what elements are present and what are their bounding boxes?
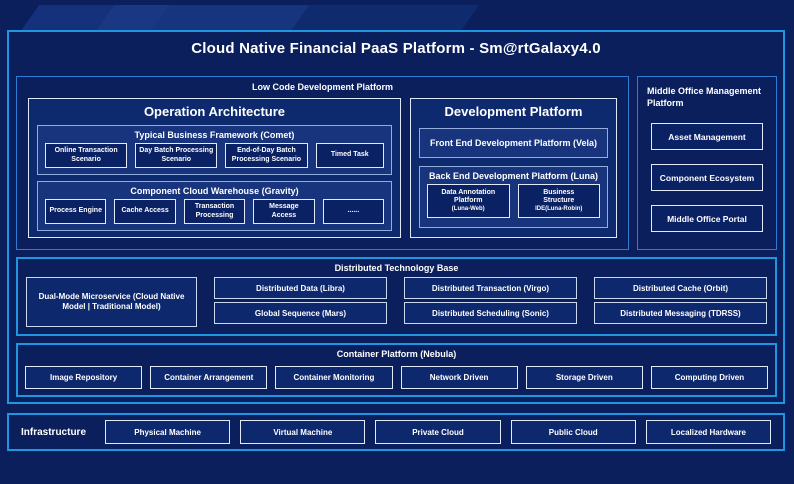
low-code-content-row: Operation Architecture Typical Business … xyxy=(17,98,628,238)
distributed-item-cache-orbit: Distributed Cache (Orbit) xyxy=(594,277,767,299)
middle-office-management-platform-section: Middle Office Management Platform Asset … xyxy=(637,76,777,250)
luna-item-subname: IDE(Luna-Robin) xyxy=(535,206,583,212)
luna-item-name: Data Annotation Platform xyxy=(441,188,496,205)
development-platform-box: Development Platform Front End Developme… xyxy=(410,98,617,238)
infrastructure-section: Infrastructure Physical Machine Virtual … xyxy=(7,413,785,451)
container-item-image-repository: Image Repository xyxy=(25,366,143,389)
comet-item-day-batch-processing-scenario: Day Batch Processing Scenario xyxy=(135,143,218,168)
comet-item-timed-task: Timed Task xyxy=(315,143,384,168)
luna-item-subname: (Luna-Web) xyxy=(451,206,485,212)
distributed-item-messaging-tdrss: Distributed Messaging (TDRSS) xyxy=(594,302,767,324)
distributed-column: Distributed Cache (Orbit) Distributed Me… xyxy=(594,277,767,327)
operation-architecture-box: Operation Architecture Typical Business … xyxy=(28,98,401,238)
container-platform-nebula-section: Container Platform (Nebula) Image Reposi… xyxy=(16,343,777,397)
distributed-technology-base-label: Distributed Technology Base xyxy=(334,263,459,273)
infrastructure-label: Infrastructure xyxy=(21,426,87,438)
distributed-item-scheduling-sonic: Distributed Scheduling (Sonic) xyxy=(404,302,577,324)
container-platform-label: Container Platform (Nebula) xyxy=(336,349,457,359)
infrastructure-item-localized-hardware: Localized Hardware xyxy=(645,420,772,444)
page-title: Cloud Native Financial PaaS Platform - S… xyxy=(191,40,601,57)
development-platform-title: Development Platform xyxy=(444,104,583,119)
container-item-network-driven: Network Driven xyxy=(400,366,518,389)
luna-panel-label: Back End Development Platform (Luna) xyxy=(428,171,599,181)
back-end-development-platform-luna-panel: Back End Development Platform (Luna) Dat… xyxy=(419,166,608,228)
gravity-item-process-engine: Process Engine xyxy=(45,199,107,224)
middle-office-item-asset-management: Asset Management xyxy=(651,123,763,151)
middle-office-label: Middle Office Management Platform xyxy=(647,86,762,109)
container-item-container-monitoring: Container Monitoring xyxy=(275,366,393,389)
luna-item-name: Business Structure xyxy=(543,188,575,205)
infrastructure-item-public-cloud: Public Cloud xyxy=(510,420,636,444)
distributed-item-global-sequence-mars: Global Sequence (Mars) xyxy=(214,302,387,324)
gravity-item-message-access: Message Access xyxy=(253,199,315,224)
front-end-development-platform-vela-panel: Front End Development Platform (Vela) xyxy=(419,128,608,158)
dual-mode-microservice-box: Dual-Mode Microservice (Cloud Native Mod… xyxy=(26,277,197,327)
comet-panel-label: Typical Business Framework (Comet) xyxy=(134,130,295,140)
distributed-technology-base-section: Distributed Technology Base Dual-Mode Mi… xyxy=(16,257,777,336)
typical-business-framework-comet-panel: Typical Business Framework (Comet) Onlin… xyxy=(37,125,392,175)
distributed-content-row: Dual-Mode Microservice (Cloud Native Mod… xyxy=(18,277,775,327)
comet-items-row: Online Transaction Scenario Day Batch Pr… xyxy=(38,143,391,168)
gravity-item-cache-access: Cache Access xyxy=(114,199,176,224)
luna-items-row: Data Annotation Platform (Luna-Web) Busi… xyxy=(420,184,607,218)
comet-item-end-of-day-batch-processing-scenario: End-of-Day Batch Processing Scenario xyxy=(225,143,308,168)
comet-item-online-transaction-scenario: Online Transaction Scenario xyxy=(45,143,128,168)
container-item-storage-driven: Storage Driven xyxy=(525,366,643,389)
gravity-item-transaction-processing: Transaction Processing xyxy=(183,199,246,224)
distributed-column: Distributed Transaction (Virgo) Distribu… xyxy=(404,277,577,327)
infrastructure-item-virtual-machine: Virtual Machine xyxy=(240,420,366,444)
main-platform-panel: Cloud Native Financial PaaS Platform - S… xyxy=(7,30,785,404)
low-code-development-platform-label: Low Code Development Platform xyxy=(251,82,394,92)
gravity-item-ellipsis: ...... xyxy=(322,199,385,224)
low-code-development-platform-section: Low Code Development Platform Operation … xyxy=(16,76,629,250)
middle-office-item-component-ecosystem: Component Ecosystem xyxy=(651,164,763,192)
infrastructure-item-private-cloud: Private Cloud xyxy=(375,420,501,444)
middle-office-item-middle-office-portal: Middle Office Portal xyxy=(651,205,763,233)
gravity-panel-label: Component Cloud Warehouse (Gravity) xyxy=(130,186,299,196)
distributed-item-transaction-virgo: Distributed Transaction (Virgo) xyxy=(404,277,577,299)
top-left-decoration-stripe xyxy=(95,5,315,31)
container-item-computing-driven: Computing Driven xyxy=(650,366,769,389)
vela-panel-label: Front End Development Platform (Vela) xyxy=(429,138,598,148)
infrastructure-item-physical-machine: Physical Machine xyxy=(105,420,231,444)
distributed-column: Distributed Data (Libra) Global Sequence… xyxy=(214,277,387,327)
gravity-items-row: Process Engine Cache Access Transaction … xyxy=(38,199,391,224)
top-left-decoration-stripe xyxy=(290,5,480,31)
component-cloud-warehouse-gravity-panel: Component Cloud Warehouse (Gravity) Proc… xyxy=(37,181,392,231)
container-item-container-arrangement: Container Arrangement xyxy=(150,366,268,389)
container-platform-row: Image Repository Container Arrangement C… xyxy=(18,366,775,389)
luna-item-business-structure-ide: Business Structure IDE(Luna-Robin) xyxy=(517,184,600,218)
operation-architecture-title: Operation Architecture xyxy=(143,104,286,119)
luna-item-data-annotation-platform: Data Annotation Platform (Luna-Web) xyxy=(427,184,510,218)
distributed-item-data-libra: Distributed Data (Libra) xyxy=(214,277,387,299)
